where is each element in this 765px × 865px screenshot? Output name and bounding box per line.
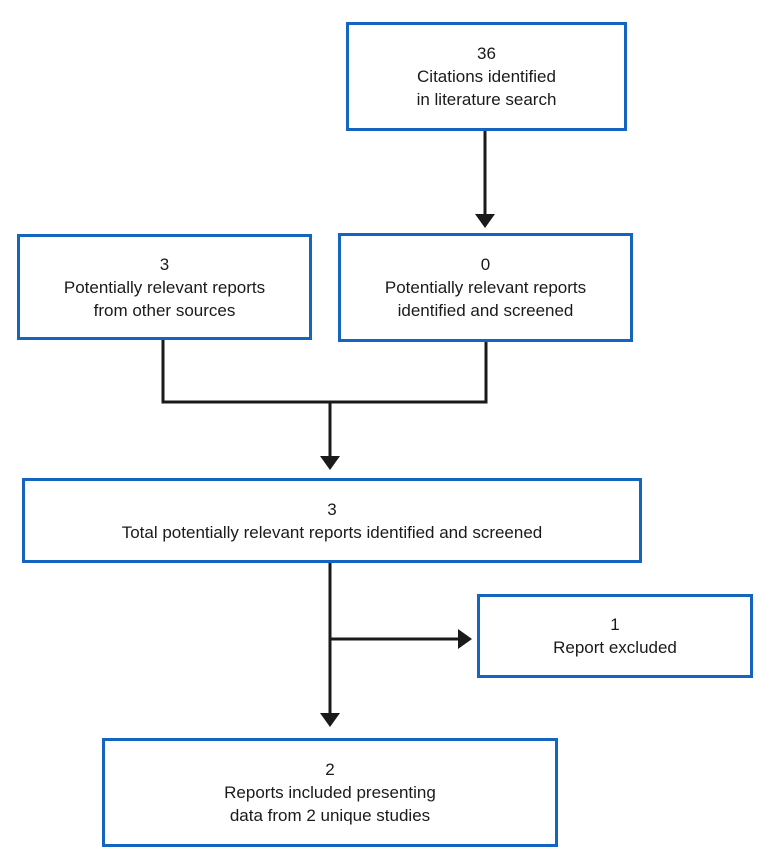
box-reports-included: 2 Reports included presenting data from … xyxy=(102,738,558,847)
arrow-citations-to-screened xyxy=(475,131,495,228)
box-citations-identified: 36 Citations identified in literature se… xyxy=(346,22,627,131)
included-label-line2: data from 2 unique studies xyxy=(229,806,431,825)
citations-label-line1: Citations identified xyxy=(417,67,556,86)
arrow-total-to-included xyxy=(320,563,340,727)
included-count: 2 xyxy=(325,760,335,779)
excluded-count: 1 xyxy=(610,615,620,634)
box-reports-other-sources: 3 Potentially relevant reports from othe… xyxy=(17,234,312,340)
screened-count: 0 xyxy=(480,255,491,274)
screened-label-line2: identified and screened xyxy=(397,301,574,320)
citations-label-line2: in literature search xyxy=(416,90,557,109)
citations-count: 36 xyxy=(477,44,496,63)
box-reports-identified-screened: 0 Potentially relevant reports identifie… xyxy=(338,233,633,342)
other-sources-label-line1: Potentially relevant reports xyxy=(63,277,266,297)
other-sources-count: 3 xyxy=(159,254,170,274)
total-label-line1: Total potentially relevant reports ident… xyxy=(121,522,543,542)
box-total-relevant-reports: 3 Total potentially relevant reports ide… xyxy=(22,478,642,563)
box-report-excluded: 1 Report excluded xyxy=(477,594,753,678)
screened-label-line1: Potentially relevant reports xyxy=(384,278,587,297)
total-count: 3 xyxy=(327,499,337,519)
included-label-line1: Reports included presenting xyxy=(224,783,436,802)
excluded-label-line1: Report excluded xyxy=(553,638,677,657)
arrow-total-to-excluded xyxy=(330,629,472,649)
arrow-merge-to-total xyxy=(161,340,488,470)
other-sources-label-line2: from other sources xyxy=(93,300,236,320)
